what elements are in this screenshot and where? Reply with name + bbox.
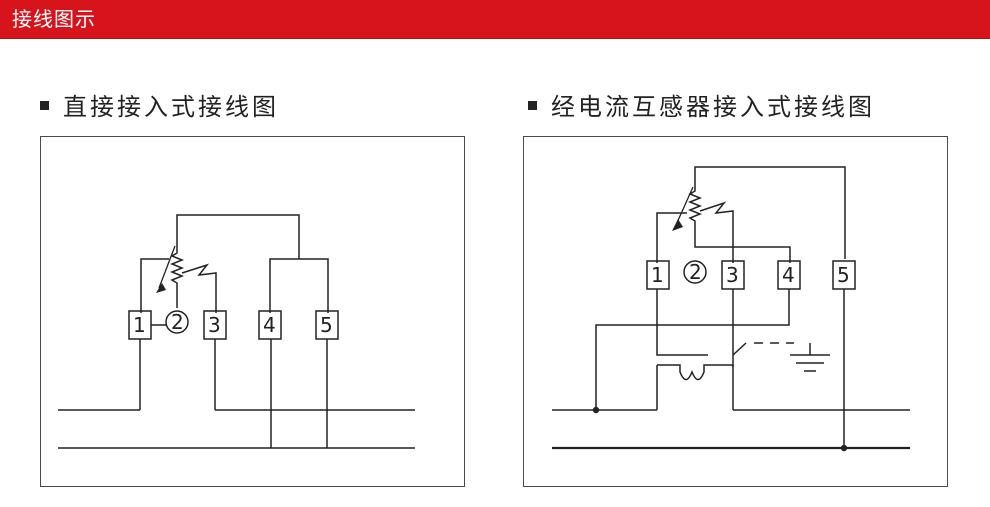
right-diagram-heading: 经电流互感器接入式接线图 — [528, 92, 875, 122]
terminal-label-4: 4 — [782, 263, 795, 287]
terminal-3-wire — [181, 263, 217, 313]
terminal-box-1 — [646, 260, 670, 290]
left-diagram-heading: 直接接入式接线图 — [40, 92, 279, 122]
terminal-label-3: 3 — [208, 313, 221, 337]
left-wiring-diagram: 1 2 3 4 5 — [58, 214, 415, 449]
terminal-1-down-wire — [656, 289, 680, 356]
terminal-box-4 — [258, 310, 282, 340]
terminal-label-5: 5 — [320, 313, 333, 337]
right-wiring-diagram: 1 2 3 4 5 — [552, 166, 910, 452]
top-loop-wire — [694, 166, 846, 259]
terminal-label-5: 5 — [837, 263, 850, 287]
ground-switch-wire — [732, 342, 747, 356]
right-diagram-panel: 1 2 3 4 5 — [523, 136, 948, 487]
terminal-3-wire — [699, 201, 734, 263]
resistor-icon — [169, 247, 185, 302]
header-bar: 接线图示 — [0, 0, 990, 39]
terminal-1-wire — [140, 258, 169, 313]
bullet-icon — [528, 101, 537, 110]
terminal-label-3: 3 — [726, 263, 739, 287]
resistor-arrow-head — [156, 283, 166, 293]
terminal-label-1: 1 — [651, 263, 664, 287]
terminal-label-1: 1 — [133, 313, 146, 337]
resistor-arrow-shaft — [158, 245, 176, 289]
current-transformer-icon — [656, 354, 733, 410]
ground-icon — [790, 343, 830, 372]
terminal-label-2: 2 — [689, 260, 702, 284]
junction-dot — [592, 406, 600, 414]
resistor-arrow-shaft — [675, 186, 694, 226]
resistor-icon — [687, 185, 791, 263]
terminal-label-4: 4 — [263, 313, 276, 337]
terminal-label-2: 2 — [171, 310, 184, 334]
top-loop-wire — [176, 214, 300, 259]
resistor-arrow-head — [672, 219, 683, 231]
terminal-4-5-bridge-wire — [269, 258, 329, 313]
terminal-circle-2 — [683, 260, 707, 284]
left-diagram-panel: 1 2 3 4 5 — [40, 136, 465, 487]
left-diagram-title: 直接接入式接线图 — [63, 93, 279, 121]
terminal-circle-2 — [165, 310, 189, 334]
header-title: 接线图示 — [12, 7, 96, 31]
terminal-4-down-wire — [595, 289, 790, 410]
bullet-icon — [40, 101, 49, 110]
terminal-1-wire — [656, 212, 687, 263]
junction-dot — [840, 444, 848, 452]
right-diagram-title: 经电流互感器接入式接线图 — [551, 93, 875, 121]
